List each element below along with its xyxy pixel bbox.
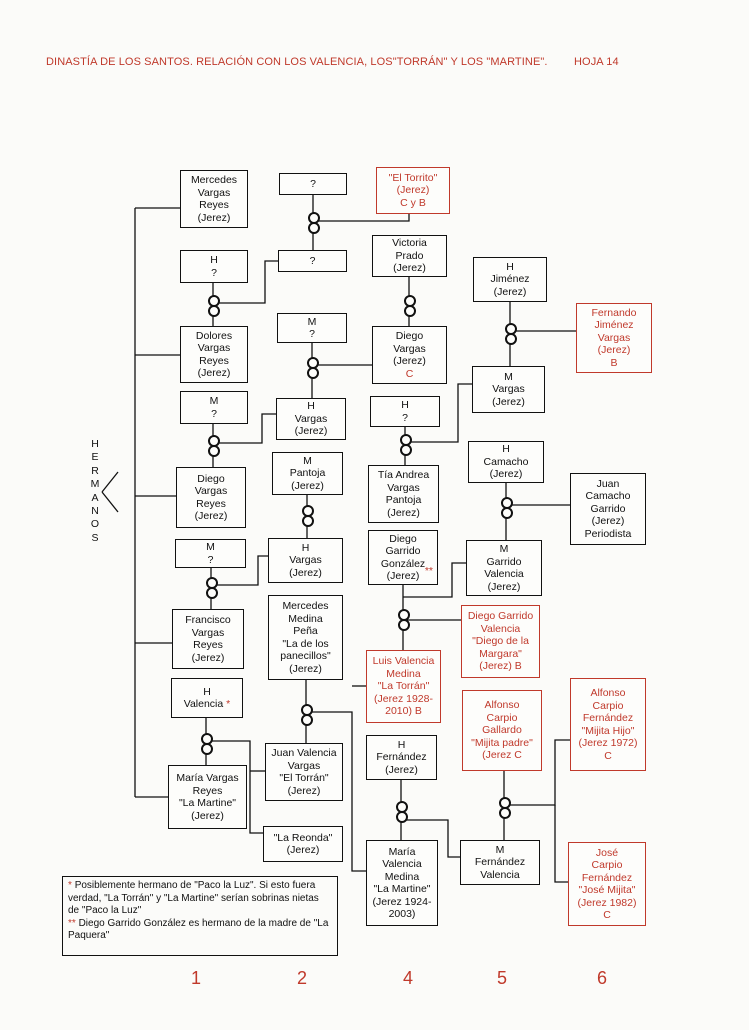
person-maria-vargas-reyes: María Vargas Reyes "La Martine" (Jerez): [168, 765, 247, 829]
person-h-fernandez: H Fernández (Jerez): [366, 735, 437, 780]
person-name: Diego Vargas (Jerez): [393, 330, 426, 367]
column-number: 2: [297, 968, 308, 988]
hermanos-letter: N: [91, 505, 99, 518]
marriage-ring-icon: [201, 743, 213, 755]
person-unknown: ?: [279, 173, 347, 195]
column-number: 4: [403, 968, 414, 988]
page-title: DINASTÍA DE LOS SANTOS. RELACIÓN CON LOS…: [46, 56, 548, 68]
sheet-number: HOJA 14: [574, 56, 619, 68]
person-jose-carpio-fernandez: José Carpio Fernández "José Mijita" (Jer…: [568, 842, 646, 926]
person-luis-valencia-medina: Luis Valencia Medina "La Torrán" (Jerez …: [366, 650, 441, 723]
person-name: H Valencia *: [183, 685, 231, 711]
person-m-pantoja: M Pantoja (Jerez): [272, 452, 343, 495]
hermanos-letter: O: [90, 518, 100, 531]
marriage-ring-icon: [301, 714, 313, 726]
person-el-torrito: "El Torrito" (Jerez) C y B: [376, 167, 450, 214]
hermanos-letter: A: [91, 491, 99, 504]
person-alfonso-carpio-fernandez: Alfonso Carpio Fernández "Mijita Hijo" (…: [570, 678, 646, 771]
marriage-ring-icon: [505, 333, 517, 345]
page-header: DINASTÍA DE LOS SANTOS. RELACIÓN CON LOS…: [46, 56, 619, 68]
person-m-unknown: M ?: [277, 313, 347, 343]
hermanos-letter: R: [91, 464, 99, 477]
person-m-garrido-valencia: M Garrido Valencia (Jerez): [466, 540, 542, 596]
person-h-unknown-2: H ?: [370, 396, 440, 427]
person-m-unknown-2: M ?: [180, 391, 248, 424]
marriage-ring-icon: [396, 811, 408, 823]
person-diego-vargas-reyes: Diego Vargas Reyes (Jerez): [176, 467, 246, 528]
footnote-2: ** Diego Garrido González es hermano de …: [68, 917, 329, 942]
column-number: 5: [497, 968, 508, 988]
marriage-ring-icon: [404, 305, 416, 317]
marriage-ring-icon: [400, 444, 412, 456]
person-diego-vargas: Diego Vargas (Jerez) C: [372, 326, 447, 384]
marriage-ring-icon: [208, 305, 220, 317]
person-m-unknown-3: M ?: [175, 539, 246, 568]
person-diego-garrido-gonzalez: Diego Garrido González (Jerez) **: [368, 530, 438, 585]
person-unknown-2: ?: [278, 250, 347, 272]
person-m-vargas: M Vargas (Jerez): [472, 366, 545, 413]
person-victoria-prado: Victoria Prado (Jerez): [372, 235, 447, 277]
person-dolores-vargas-reyes: Dolores Vargas Reyes (Jerez): [180, 326, 248, 383]
person-mercedes-vargas-reyes: Mercedes Vargas Reyes (Jerez): [180, 170, 248, 228]
marriage-ring-icon: [501, 507, 513, 519]
person-h-valencia: H Valencia *: [171, 678, 243, 718]
hermanos-letter: H: [91, 438, 99, 450]
person-m-fernandez-valencia: M Fernández Valencia: [460, 840, 540, 885]
footnote-legend: * Posiblemente hermano de "Paco la Luz".…: [62, 876, 338, 956]
person-juan-valencia-vargas: Juan Valencia Vargas "El Torrán" (Jerez): [265, 743, 343, 801]
marriage-ring-icon: [307, 367, 319, 379]
person-name: Diego Garrido González (Jerez): [380, 532, 426, 583]
person-francisco-vargas-reyes: Francisco Vargas Reyes (Jerez): [172, 609, 244, 669]
marriage-ring-icon: [302, 515, 314, 527]
hermanos-letter: E: [91, 451, 99, 464]
footnote-marker: *: [226, 698, 231, 710]
person-fernando-jimenez-vargas: Fernando Jiménez Vargas (Jerez) B: [576, 303, 652, 373]
marriage-ring-icon: [499, 807, 511, 819]
person-alfonso-carpio-gallardo: Alfonso Carpio Gallardo "Mijita padre" (…: [462, 690, 542, 771]
marriage-ring-icon: [308, 222, 320, 234]
hermanos-letter: M: [90, 478, 100, 491]
tag-label: C: [405, 367, 414, 380]
footnote-1: * Posiblemente hermano de "Paco la Luz".…: [68, 880, 319, 916]
person-maria-valencia-medina: María Valencia Medina "La Martine" (Jere…: [366, 840, 438, 926]
person-h-jimenez: H Jiménez (Jerez): [473, 257, 547, 302]
column-number: 6: [597, 968, 608, 988]
marriage-ring-icon: [206, 587, 218, 599]
column-number: 1: [191, 968, 202, 988]
marriage-ring-icon: [398, 619, 410, 631]
person-h-vargas: H Vargas (Jerez): [276, 398, 346, 440]
person-mercedes-medina-pena: Mercedes Medina Peña "La de los panecill…: [268, 595, 343, 680]
footnote-marker: **: [424, 564, 433, 577]
person-tia-andrea: Tía Andrea Vargas Pantoja (Jerez): [368, 465, 439, 523]
person-h-vargas-2: H Vargas (Jerez): [268, 538, 343, 583]
person-h-camacho: H Camacho (Jerez): [468, 441, 544, 483]
person-la-reonda: "La Reonda" (Jerez): [263, 826, 343, 862]
hermanos-letter: S: [91, 531, 99, 544]
person-h-unknown: H ?: [180, 250, 248, 283]
person-diego-garrido-valencia: Diego Garrido Valencia "Diego de la Marg…: [461, 605, 540, 678]
person-juan-camacho-garrido: Juan Camacho Garrido (Jerez) Periodista: [570, 473, 646, 545]
marriage-ring-icon: [208, 445, 220, 457]
